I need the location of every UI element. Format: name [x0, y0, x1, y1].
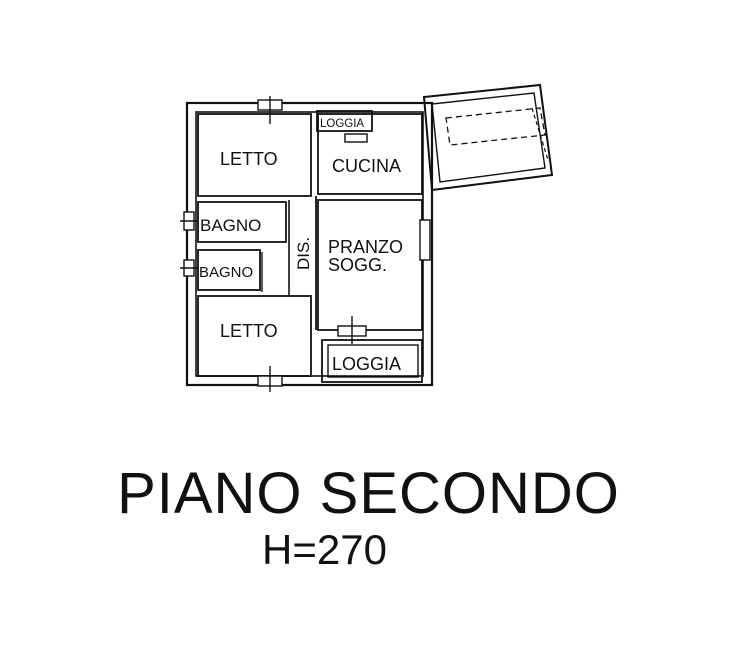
label-sogg: SOGG.: [328, 255, 387, 275]
wall-letto-bottom: [197, 295, 312, 377]
label-letto-bottom: LETTO: [220, 321, 278, 341]
walls: [185, 83, 554, 387]
label-loggia-small: LOGGIA: [320, 118, 364, 130]
label-loggia-bottom: LOGGIA: [332, 354, 401, 374]
room-labels: LETTO LOGGIA CUCINA BAGNO DIS. PRANZO SO…: [199, 118, 403, 374]
label-cucina: CUCINA: [332, 156, 401, 176]
stair-diagonal: [531, 107, 549, 161]
ceiling-height: H=270: [262, 526, 387, 573]
window-cucina: [344, 133, 368, 143]
wall-cucina: [317, 113, 423, 195]
wall-letto-top: [197, 113, 312, 197]
stair-dashed: [445, 107, 546, 146]
label-bagno-1: BAGNO: [200, 216, 261, 235]
label-pranzo: PRANZO: [328, 237, 403, 257]
wall-bagno-1: [197, 201, 287, 243]
wall-loggia-bottom: [321, 339, 423, 383]
label-dis: DIS.: [294, 237, 313, 270]
terrace-inner: [431, 92, 546, 183]
outer-wall: [185, 101, 434, 387]
wall-loggia-bottom-inner: [327, 344, 419, 378]
wall-bagno-2: [197, 249, 261, 291]
door-terrace: [419, 219, 431, 261]
terrace-outline: [422, 83, 554, 192]
wall-pranzo: [317, 199, 423, 331]
windows: [180, 96, 431, 392]
label-letto-top: LETTO: [220, 149, 278, 169]
wall-loggia-small: [316, 110, 373, 132]
floor-title: PIANO SECONDO: [117, 461, 620, 526]
label-bagno-2: BAGNO: [199, 264, 253, 281]
